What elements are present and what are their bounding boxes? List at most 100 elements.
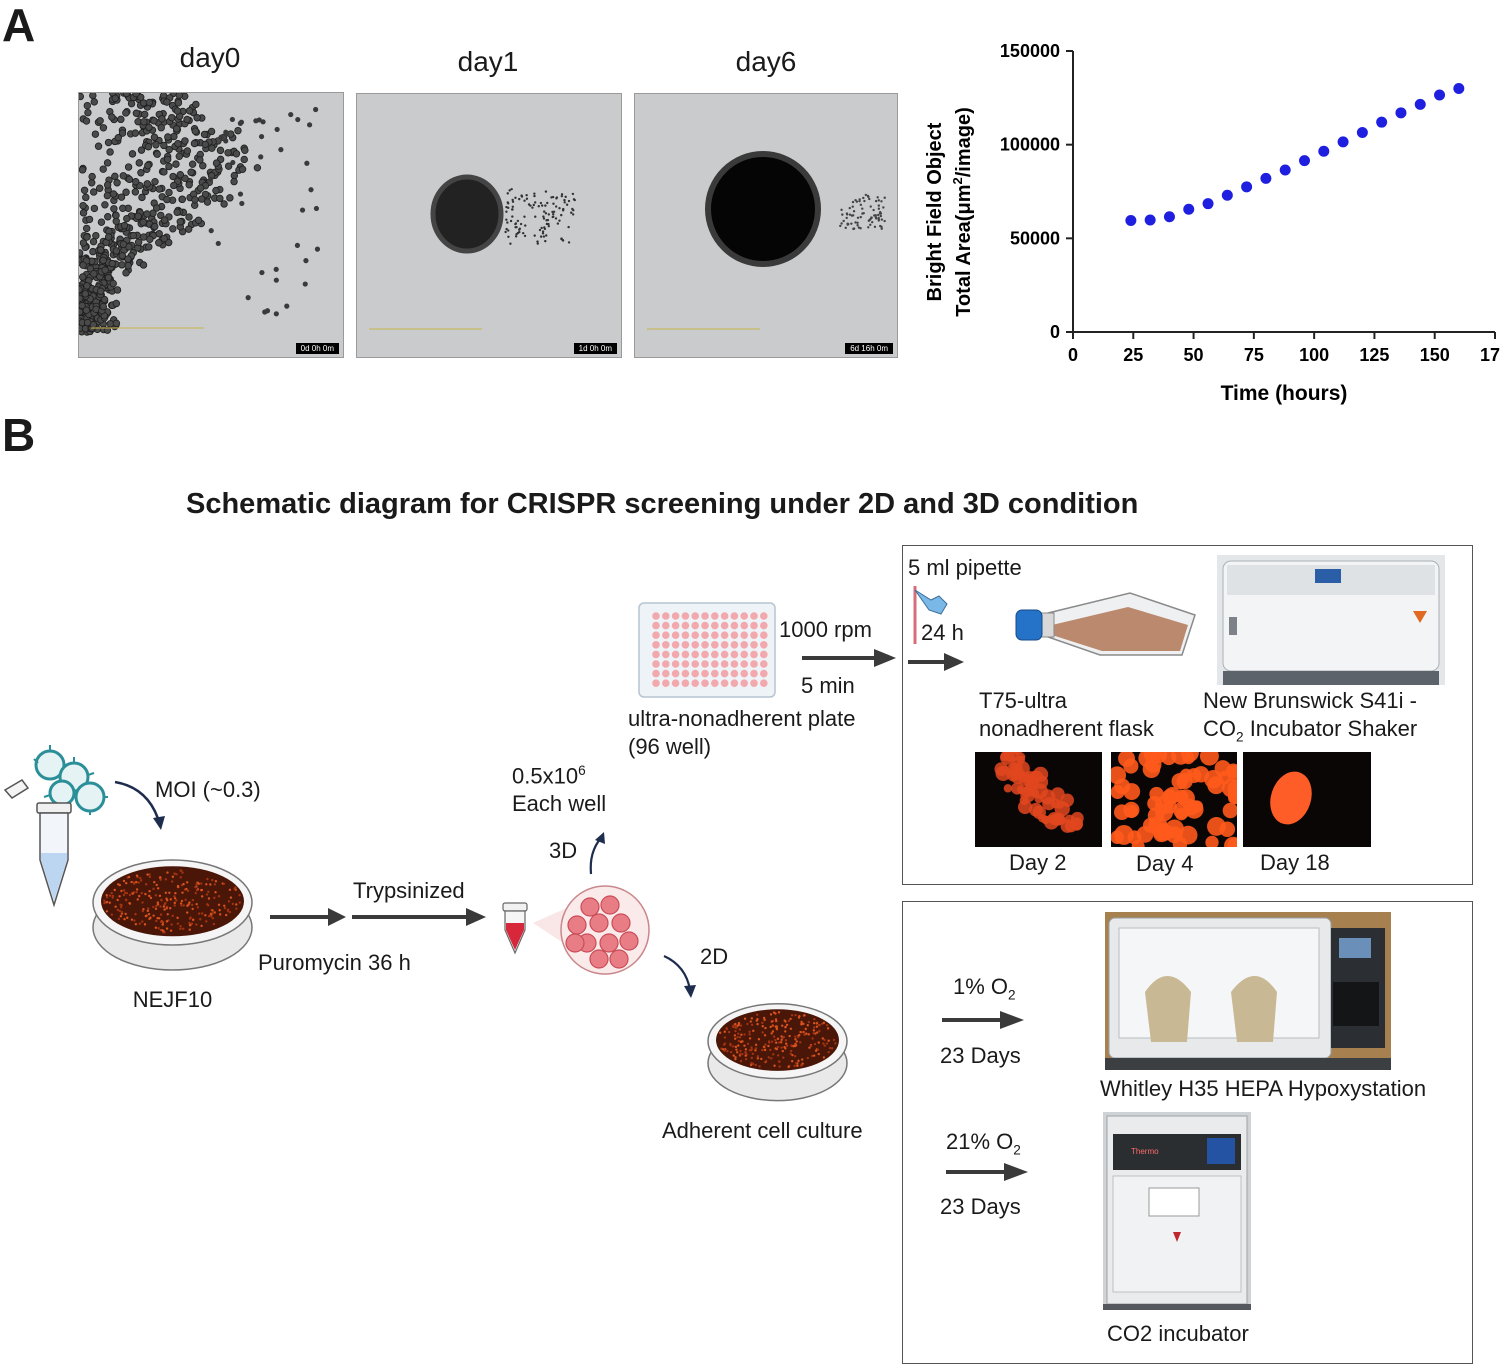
cell-dot xyxy=(99,165,107,173)
t75-flask-icon xyxy=(1015,592,1196,656)
cell-dot xyxy=(245,295,251,301)
debris-dot xyxy=(511,205,514,208)
cell-dot xyxy=(185,107,194,115)
debris-dot xyxy=(506,192,509,195)
cell-dot xyxy=(82,117,91,125)
cell-dot xyxy=(131,188,140,196)
cell-dot xyxy=(230,171,239,180)
o2-1-sub: 2 xyxy=(1008,987,1016,1003)
cell-speck xyxy=(124,912,127,916)
debris-dot xyxy=(525,197,529,200)
cell-dot xyxy=(259,269,265,276)
cell-speck xyxy=(233,887,236,890)
cell-speck xyxy=(147,907,150,910)
cell-speck xyxy=(800,1023,803,1026)
cell-dot xyxy=(165,145,173,154)
cell-speck xyxy=(179,927,182,931)
cell-speck xyxy=(743,1033,746,1036)
cell-speck xyxy=(827,1039,830,1042)
cell-dot xyxy=(125,175,134,184)
cell-dot xyxy=(207,127,216,136)
plate-well xyxy=(760,612,768,620)
cell-speck xyxy=(184,898,187,902)
pipette-icon xyxy=(913,586,948,644)
cell-dot xyxy=(258,154,264,160)
cell-speck xyxy=(173,897,177,900)
cell-dot xyxy=(80,186,89,194)
sphere xyxy=(1166,826,1183,844)
cell-dot xyxy=(190,139,199,148)
cell-speck xyxy=(768,1041,771,1044)
cell-dot xyxy=(185,181,193,189)
cell-speck xyxy=(796,1064,799,1067)
cell-dot xyxy=(224,149,232,157)
spheroid xyxy=(705,151,821,267)
cell-speck xyxy=(164,878,168,881)
cell-speck xyxy=(169,898,172,901)
sphere xyxy=(1011,782,1024,795)
cell-speck xyxy=(772,1035,776,1038)
plate-well xyxy=(730,660,739,668)
cell-speck xyxy=(760,1057,763,1061)
plate-well xyxy=(662,679,670,687)
cell-speck xyxy=(748,1033,751,1036)
cell-speck xyxy=(779,1041,783,1044)
cell-dot xyxy=(200,130,209,139)
plate-well xyxy=(701,621,709,630)
cell-speck xyxy=(200,882,203,885)
cell-dot xyxy=(160,168,168,176)
plate-well xyxy=(662,660,670,668)
debris-dot xyxy=(859,203,863,207)
cell-speck xyxy=(798,1033,801,1037)
cell-speck xyxy=(196,906,200,909)
cell-speck xyxy=(740,1033,743,1036)
debris-dot xyxy=(505,218,508,221)
plate-well xyxy=(671,679,680,687)
sphere xyxy=(1199,752,1219,766)
micrograph-day1-spheroid xyxy=(369,174,576,330)
sphere xyxy=(1148,816,1168,836)
cell-speck xyxy=(200,924,203,928)
cell-speck xyxy=(756,1057,760,1060)
cell-speck xyxy=(185,887,188,891)
cell-speck xyxy=(780,1046,783,1049)
plate-well xyxy=(720,641,729,649)
cell-speck xyxy=(105,894,108,897)
cell-dot xyxy=(163,155,172,164)
plate-well xyxy=(701,650,709,659)
cell-dot xyxy=(220,200,228,208)
cell-speck xyxy=(210,915,213,918)
plate-well xyxy=(662,621,670,630)
cell-speck xyxy=(181,871,184,874)
cell-speck xyxy=(739,1024,743,1027)
cell-dot xyxy=(108,113,116,121)
cell-speck xyxy=(194,885,197,889)
plate-well xyxy=(662,631,670,639)
cell-speck xyxy=(797,1016,801,1019)
data-point xyxy=(1202,198,1214,210)
cell-speck xyxy=(223,904,226,907)
cell-speck xyxy=(144,892,147,896)
cell-speck xyxy=(734,1037,737,1040)
cell-speck xyxy=(800,1064,804,1067)
debris-dot xyxy=(840,222,843,225)
plate-well xyxy=(720,621,729,630)
plate-well xyxy=(681,679,690,687)
plate-well xyxy=(671,660,680,668)
cell-speck xyxy=(770,1040,774,1043)
cell-dot xyxy=(313,106,319,113)
shaker-sub: 2 xyxy=(1236,729,1244,745)
cell-speck xyxy=(156,901,160,904)
cell-speck xyxy=(807,1020,811,1024)
debris-dot xyxy=(511,215,514,218)
cell-speck xyxy=(206,877,209,881)
cell-speck xyxy=(152,887,155,891)
sphere xyxy=(1012,752,1023,755)
cell-dot xyxy=(104,213,112,221)
plate-well xyxy=(730,669,739,678)
debris-dot xyxy=(882,206,885,209)
cell-dot xyxy=(143,210,151,218)
sphere xyxy=(1069,817,1084,831)
debris-dot xyxy=(516,231,520,235)
cell-speck xyxy=(754,1043,758,1047)
